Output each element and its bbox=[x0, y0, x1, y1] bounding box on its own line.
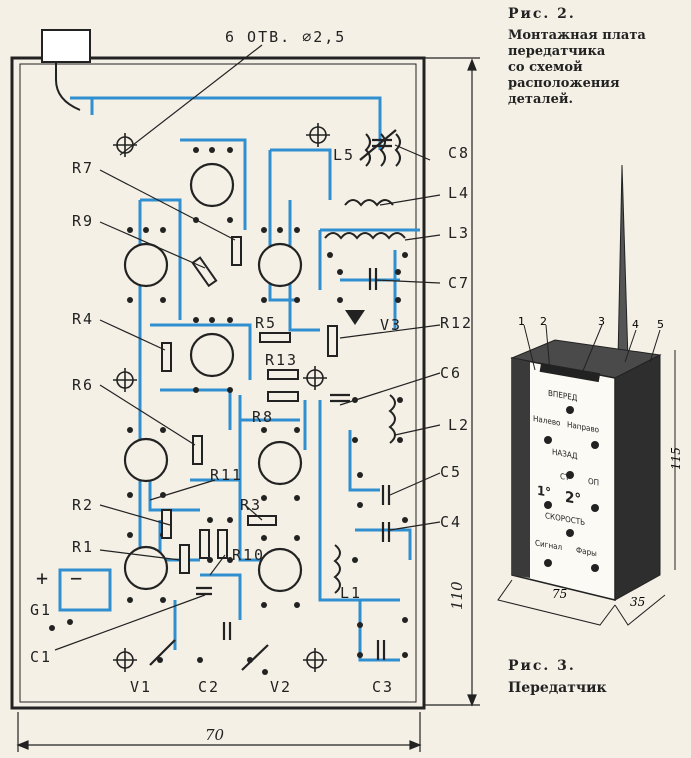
width-dimension: 70 bbox=[205, 726, 225, 744]
label-plus: + bbox=[36, 566, 50, 590]
fig3-caption: Передатчик bbox=[508, 680, 607, 696]
leader-lines bbox=[54, 44, 441, 651]
label-r4: R4 bbox=[72, 310, 94, 328]
label-r5: R5 bbox=[255, 314, 277, 332]
label-r12: R12 bbox=[440, 314, 473, 332]
coils bbox=[324, 133, 406, 594]
label-v2: V2 bbox=[270, 678, 292, 696]
label-c2: C2 bbox=[198, 678, 220, 696]
height-dimension: 110 bbox=[448, 581, 466, 610]
dim-depth: 35 bbox=[630, 595, 645, 609]
label-v3: V3 bbox=[380, 316, 402, 334]
label-c7: C7 bbox=[448, 274, 470, 292]
panel-speed2: 2° bbox=[565, 488, 581, 509]
board-inner-outline bbox=[19, 63, 417, 703]
pcb-traces bbox=[58, 96, 420, 662]
callout-3: 3 bbox=[598, 315, 605, 328]
fig2-number: Рис. 2. bbox=[508, 6, 576, 22]
label-r1: R1 bbox=[72, 538, 94, 556]
holes-note: 6 ОТВ. ⌀2,5 bbox=[225, 28, 346, 46]
pins bbox=[49, 147, 408, 675]
dim-width: 75 bbox=[552, 587, 567, 601]
label-l3: L3 bbox=[448, 224, 470, 242]
panel-st: СТ bbox=[560, 472, 570, 483]
label-r3: R3 bbox=[240, 496, 262, 514]
transmitter-figure bbox=[497, 164, 676, 626]
box-side bbox=[614, 354, 661, 601]
label-r13: R13 bbox=[265, 351, 298, 369]
panel-fary: Фары bbox=[576, 546, 597, 559]
indicator-strip bbox=[539, 362, 601, 383]
label-c6: C6 bbox=[440, 364, 462, 382]
antenna bbox=[617, 164, 629, 361]
label-r10: R10 bbox=[232, 546, 265, 564]
fig2-caption-line-2: передатчика bbox=[508, 44, 606, 59]
label-c1: C1 bbox=[30, 648, 52, 666]
board-outline bbox=[10, 56, 426, 710]
label-v1: V1 bbox=[130, 678, 152, 696]
label-r7: R7 bbox=[72, 159, 94, 177]
label-r11: R11 bbox=[210, 466, 243, 484]
dim-height: 115 bbox=[669, 447, 683, 470]
callout-1: 1 bbox=[518, 315, 525, 328]
callout-lines bbox=[523, 324, 661, 379]
label-c3: C3 bbox=[372, 678, 394, 696]
label-g1: G1 bbox=[30, 601, 52, 619]
fig3-number: Рис. 3. bbox=[508, 658, 576, 674]
capacitors bbox=[149, 129, 397, 671]
panel-op: ОП bbox=[588, 477, 599, 488]
fig2-caption: Монтажная плата передатчика со схемой ра… bbox=[508, 28, 646, 108]
antenna-connector bbox=[41, 29, 91, 63]
panel-buttons bbox=[544, 406, 599, 572]
component-labels: 6 ОТВ. ⌀2,5 R7 R9 R4 R6 R2 R1 R5 R13 R8 … bbox=[30, 28, 473, 744]
label-minus: − bbox=[70, 566, 84, 590]
label-l2: L2 bbox=[448, 416, 470, 434]
label-c5: C5 bbox=[440, 463, 462, 481]
box-front-border-left bbox=[512, 358, 530, 578]
label-c8: C8 bbox=[448, 144, 470, 162]
callout-2: 2 bbox=[540, 315, 547, 328]
label-l5: L5 bbox=[333, 146, 355, 164]
label-r6: R6 bbox=[72, 376, 94, 394]
callout-4: 4 bbox=[632, 318, 639, 331]
dimension-lines bbox=[16, 57, 480, 752]
fig2-caption-line-5: деталей. bbox=[508, 92, 574, 107]
callout-5: 5 bbox=[657, 318, 664, 331]
label-l4: L4 bbox=[448, 184, 470, 202]
diode-v3 bbox=[345, 310, 365, 325]
label-c4: C4 bbox=[440, 513, 462, 531]
circuit-board-figure bbox=[10, 29, 480, 752]
box-dimension-lines bbox=[497, 350, 676, 626]
label-r9: R9 bbox=[72, 212, 94, 230]
label-r2: R2 bbox=[72, 496, 94, 514]
panel-speed1: 1° bbox=[537, 484, 551, 501]
fig2-caption-line-4: расположения bbox=[508, 76, 620, 91]
mounting-holes bbox=[113, 123, 330, 672]
label-r8: R8 bbox=[252, 408, 274, 426]
resistors bbox=[161, 236, 338, 574]
fig2-caption-line-3: со схемой bbox=[508, 60, 583, 75]
transistors bbox=[123, 162, 303, 593]
fig2-caption-line-1: Монтажная плата bbox=[508, 28, 646, 43]
label-l1: L1 bbox=[340, 584, 362, 602]
